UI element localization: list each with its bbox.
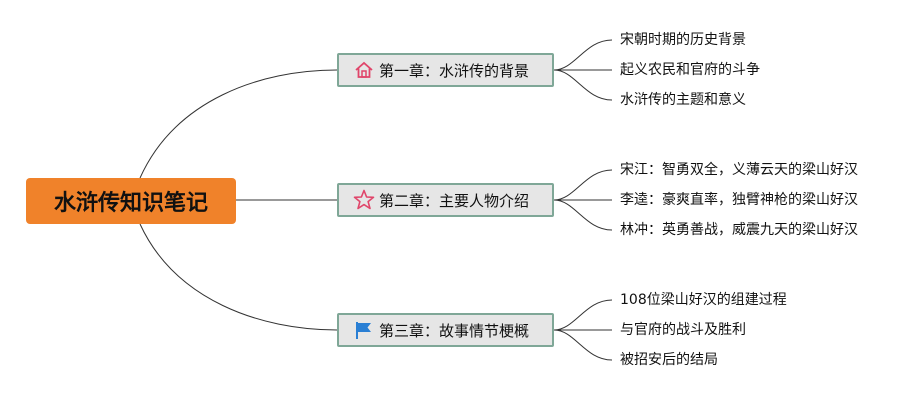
connector-root-ch3: [139, 223, 338, 331]
root-title: 水浒传知识笔记: [53, 191, 208, 216]
ch3-item-2[interactable]: 与官府的战斗及胜利: [620, 322, 746, 338]
ch3-item-1[interactable]: 108位梁山好汉的组建过程: [620, 292, 787, 308]
root-topic[interactable]: 水浒传知识笔记: [26, 178, 236, 224]
chapter-2-topic[interactable]: 第二章：主要人物介绍: [337, 183, 554, 217]
ch1-item-3[interactable]: 水浒传的主题和意义: [620, 92, 746, 108]
ch1-item-1[interactable]: 宋朝时期的历史背景: [620, 32, 746, 48]
chapter-3-label: 第三章：故事情节梗概: [379, 321, 530, 340]
chapter-1-label: 第一章：水浒传的背景: [379, 61, 530, 80]
chapter-3-topic[interactable]: 第三章：故事情节梗概: [337, 313, 554, 347]
ch2-item-3[interactable]: 林冲：英勇善战，威震九天的梁山好汉: [620, 222, 858, 238]
chapter-2-label: 第二章：主要人物介绍: [379, 191, 530, 210]
home-icon: [353, 59, 375, 81]
connector-ch2-item3: [553, 199, 613, 231]
ch2-item-1[interactable]: 宋江：智勇双全，义薄云天的梁山好汉: [620, 162, 858, 178]
ch2-item-2[interactable]: 李逵：豪爽直率，独臂神枪的梁山好汉: [620, 192, 858, 208]
chapter-1-topic[interactable]: 第一章：水浒传的背景: [337, 53, 554, 87]
connector-ch3-item3: [553, 329, 613, 361]
connector-ch1-item3: [553, 69, 613, 101]
flag-icon: [353, 319, 375, 341]
star-icon: [353, 189, 375, 211]
connector-root-ch1: [139, 69, 338, 179]
ch3-item-3[interactable]: 被招安后的结局: [620, 352, 718, 368]
connector-ch2-item1: [553, 169, 613, 201]
ch1-item-2[interactable]: 起义农民和官府的斗争: [620, 62, 760, 78]
connector-ch1-item1: [553, 39, 613, 71]
connector-ch3-item1: [553, 299, 613, 331]
